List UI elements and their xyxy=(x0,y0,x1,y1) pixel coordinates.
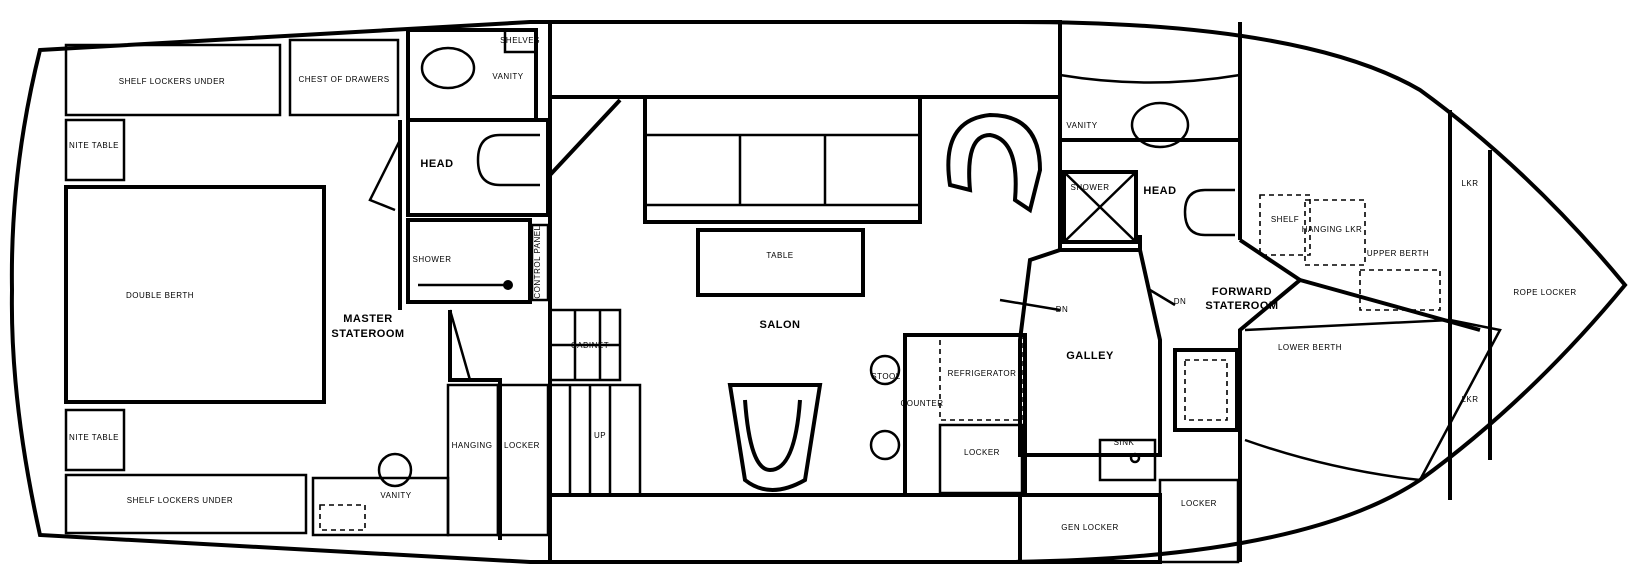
shelves-aft-small xyxy=(503,28,538,54)
toilet-fwd xyxy=(1183,188,1235,237)
galley-steps xyxy=(999,288,1176,312)
label-nite-table-top: NITE TABLE xyxy=(69,141,119,150)
shelf-fwd xyxy=(1259,194,1311,256)
label-master-2: STATEROOM xyxy=(331,328,404,340)
label-shelf-lockers-aft-top: SHELF LOCKERS UNDER xyxy=(119,77,225,86)
up-steps xyxy=(548,383,642,497)
toilet-aft xyxy=(476,133,540,187)
fwd-vanity-curve xyxy=(1059,73,1241,84)
locker-aft xyxy=(496,383,550,537)
label-sink-galley: SINK xyxy=(1114,438,1135,447)
label-aft-small-box: SHELVES xyxy=(500,36,540,45)
salon-table xyxy=(696,228,865,297)
lower-berth xyxy=(1244,318,1502,482)
shower-fwd xyxy=(1062,170,1138,244)
double-berth xyxy=(64,185,326,404)
label-refrigerator: REFRIGERATOR xyxy=(948,369,1017,378)
master-door xyxy=(368,139,472,381)
stool-top xyxy=(869,354,901,386)
label-dn-left: DN xyxy=(1056,305,1069,314)
sofa-cushions xyxy=(645,133,920,207)
counter xyxy=(903,333,1027,497)
label-head-aft: HEAD xyxy=(420,158,453,170)
label-lkr-top: LKR xyxy=(1461,179,1478,188)
nite-table-top xyxy=(64,118,126,182)
label-locker-fwd-small: LOCKER xyxy=(1181,499,1217,508)
salon-diag xyxy=(548,98,622,495)
galley-outline xyxy=(1018,248,1162,457)
label-locker-aft: LOCKER xyxy=(504,441,540,450)
label-vanity-aft-top: VANITY xyxy=(492,72,523,81)
master-bulkhead xyxy=(398,120,502,540)
label-gen-locker: GEN LOCKER xyxy=(1061,523,1118,532)
hanging-fwd xyxy=(1304,199,1366,266)
stove-inner xyxy=(1184,359,1228,421)
label-lkr-bottom: LKR xyxy=(1461,395,1478,404)
sink-aft-top xyxy=(420,46,476,90)
chest-of-drawers xyxy=(288,38,400,117)
label-master-1: MASTER xyxy=(343,313,392,325)
label-upper-berth: UPPER BERTH xyxy=(1367,249,1429,258)
sink-fwd xyxy=(1130,101,1190,149)
shower-aft-drain xyxy=(503,280,513,290)
label-hanging-fwd: HANGING LKR xyxy=(1302,225,1363,234)
label-locker-galley: LOCKER xyxy=(964,448,1000,457)
shower-aft-room xyxy=(406,218,532,304)
label-vanity-aft-bottom: VANITY xyxy=(380,491,411,500)
nite-table-bottom xyxy=(64,408,126,472)
label-lower-berth: LOWER BERTH xyxy=(1278,343,1342,352)
shelf-lockers-aft-top xyxy=(64,43,282,117)
label-vanity-fwd: VANITY xyxy=(1066,121,1097,130)
label-shelf-lockers-aft-bottom: SHELF LOCKERS UNDER xyxy=(127,496,233,505)
label-shower-fwd: SHOWER xyxy=(1071,183,1110,192)
label-rope-locker: ROPE LOCKER xyxy=(1513,288,1576,297)
hanging-locker-aft xyxy=(446,383,500,537)
label-shower-aft: SHOWER xyxy=(413,255,452,264)
label-shelf-fwd: SHELF xyxy=(1271,215,1299,224)
salon-overhead-top xyxy=(548,20,1062,99)
label-head-fwd: HEAD xyxy=(1143,185,1176,197)
label-cabinet-left: CABINET xyxy=(571,341,609,350)
label-chest-of-drawers: CHEST OF DRAWERS xyxy=(298,75,389,84)
stool-bottom xyxy=(869,429,901,461)
chair-top xyxy=(946,112,1043,214)
label-forward-2: STATEROOM xyxy=(1205,300,1278,312)
sink-galley xyxy=(1098,438,1157,482)
label-salon: SALON xyxy=(760,319,801,331)
salon-overhead-bottom xyxy=(548,493,1022,564)
fwd-bulkhead-line xyxy=(1448,110,1492,500)
shower-fwd-x xyxy=(1063,171,1137,243)
cabinet-left-div xyxy=(550,310,620,380)
up-steps-lines xyxy=(568,385,612,495)
locker-galley xyxy=(938,423,1024,495)
label-galley: GALLEY xyxy=(1066,350,1114,362)
label-forward-1: FORWARD xyxy=(1212,286,1272,298)
vanity-aft-bottom-inner xyxy=(319,504,366,531)
vanity-aft-bottom xyxy=(311,476,450,537)
sofa xyxy=(643,95,922,224)
stove xyxy=(1173,348,1239,432)
fwd-stateroom-bulkhead xyxy=(1238,22,1304,562)
label-counter: COUNTER xyxy=(900,399,943,408)
hull-outline xyxy=(9,19,1628,564)
shelf-lockers-aft-bottom xyxy=(64,473,308,535)
label-table: TABLE xyxy=(766,251,793,260)
label-up-steps: UP xyxy=(594,431,606,440)
label-hanging-aft: HANGING xyxy=(452,441,493,450)
upper-berth xyxy=(1359,269,1441,311)
sink-galley-drain xyxy=(1129,452,1141,464)
toilet-aft-bottom xyxy=(377,452,413,488)
chair-bottom xyxy=(727,383,823,492)
label-nite-table-bottom: NITE TABLE xyxy=(69,433,119,442)
label-dn-right: DN xyxy=(1174,297,1187,306)
label-double-berth: DOUBLE BERTH xyxy=(126,291,194,300)
label-control-panel: CONTROL PANEL xyxy=(533,225,542,298)
label-stool-top: STOOL xyxy=(871,372,901,381)
fwd-head-bulkhead xyxy=(1058,22,1242,252)
